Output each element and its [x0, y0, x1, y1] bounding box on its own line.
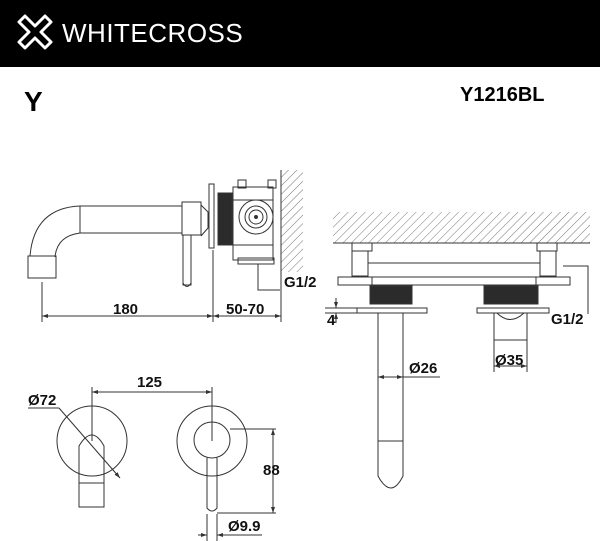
brand-name: WHITECROSS [62, 18, 244, 48]
front-view [28, 387, 276, 541]
ceiling-hatch [333, 212, 590, 243]
wall-hatch [281, 170, 303, 272]
dim-center-distance: 125 [137, 374, 163, 391]
dim-plate-thickness: 4 [327, 312, 336, 329]
dim-connection-side: G1/2 [284, 274, 317, 291]
dim-wall-depth: 50-70 [226, 301, 265, 318]
model-code: Y1216BL [460, 84, 545, 106]
series-letter: Y [24, 86, 43, 117]
dim-handle-diameter: Ø35 [495, 352, 524, 369]
cross-outline-logo-icon [17, 14, 53, 50]
dim-spout-diameter: Ø26 [409, 360, 438, 377]
brand-header: WHITECROSS [0, 0, 600, 67]
dim-plate-diameter: Ø72 [28, 392, 57, 409]
dim-handle-height: 88 [263, 462, 280, 479]
side-view [27, 170, 303, 322]
dim-connection-top: G1/2 [551, 311, 584, 328]
dim-spout-length: 180 [113, 301, 139, 318]
dim-lever-diameter: Ø9.9 [228, 518, 261, 535]
top-view [325, 212, 590, 489]
